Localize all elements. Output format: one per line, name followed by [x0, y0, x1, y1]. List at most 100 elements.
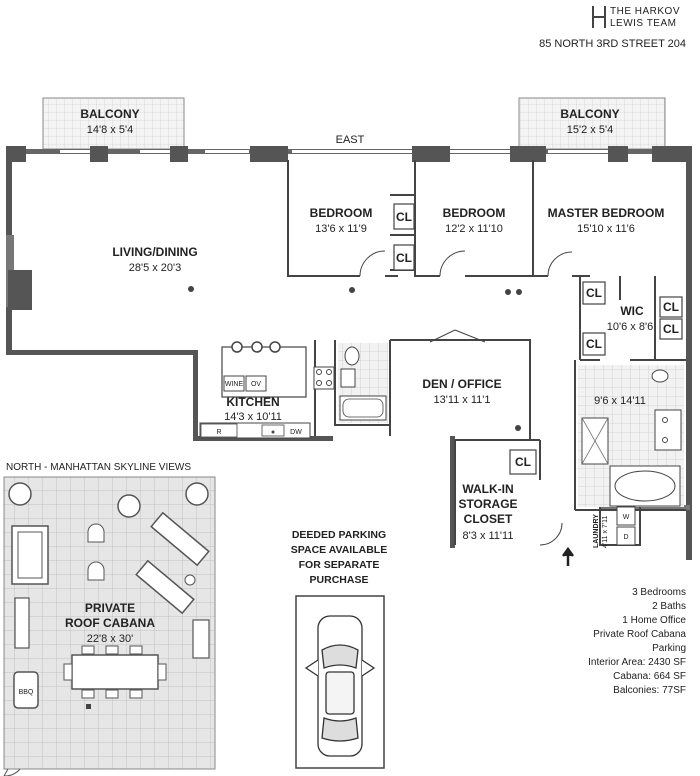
entry-arrow-icon	[561, 546, 575, 566]
summary-cabana: Private Roof Cabana	[593, 629, 686, 640]
ceiling-light-icon	[349, 287, 355, 293]
kitchen-dims: 14'3 x 10'11	[224, 411, 282, 423]
wic-dims: 10'6 x 8'6	[607, 321, 653, 333]
room-master-bedroom: MASTER BEDROOM 15'10 x 11'6	[548, 206, 665, 235]
toilet-icon	[651, 369, 669, 383]
master-bath-dims: 9'6 x 14'11	[594, 395, 646, 407]
sofa-icon	[11, 525, 49, 585]
property-address: 85 NORTH 3RD STREET 204	[539, 38, 686, 50]
dryer-label: D	[623, 534, 628, 541]
sink-icon	[340, 368, 356, 388]
balcony-left-name: BALCONY	[80, 107, 139, 121]
oven-label: OV	[251, 381, 261, 388]
closet-label: CL	[515, 455, 531, 469]
bench-icon	[14, 597, 30, 649]
master-dims: 15'10 x 11'6	[577, 223, 635, 235]
room-kitchen: WINE OV KITCHEN 14'3 x 10'11 R DW	[199, 341, 335, 439]
summary-cabana-area: Cabana: 664 SF	[613, 671, 686, 682]
north-views-label: NORTH - MANHATTAN SKYLINE VIEWS	[6, 462, 192, 473]
summary-office: 1 Home Office	[622, 615, 686, 626]
hall-bath	[338, 343, 388, 423]
brand-line-1: THE HARKOV	[609, 6, 680, 17]
parking-line-3: FOR SEPARATE	[298, 559, 380, 571]
den-dims: 13'11 x 11'1	[433, 394, 490, 406]
living-name: LIVING/DINING	[112, 245, 197, 259]
cabana-name-1: PRIVATE	[85, 601, 135, 615]
wine-fridge-label: WINE	[225, 381, 244, 388]
stool-icon	[251, 341, 263, 353]
ceiling-light-icon	[505, 289, 511, 295]
den-name: DEN / OFFICE	[422, 377, 501, 391]
parking-line-4: PURCHASE	[309, 574, 369, 586]
lounge-chair-icon	[150, 511, 210, 567]
brand-line-2: LEWIS TEAM	[609, 18, 677, 29]
closet-label: CL	[396, 210, 412, 224]
parking-note: DEEDED PARKING SPACE AVAILABLE FOR SEPAR…	[284, 528, 394, 588]
wic-name: WIC	[620, 304, 644, 318]
stool-icon	[269, 341, 281, 353]
parking-space	[295, 595, 385, 769]
bbq-grill	[13, 671, 39, 709]
dishwasher-label: DW	[290, 429, 302, 436]
closet-label: CL	[663, 322, 679, 336]
laundry: LAUNDRY 4'11 x 7'11 W D	[593, 506, 636, 548]
dining-table-icon	[71, 654, 159, 690]
summary-parking: Parking	[652, 643, 686, 654]
master-name: MASTER BEDROOM	[548, 206, 665, 220]
balcony-right-dims: 15'2 x 5'4	[567, 124, 613, 136]
fridge-label: R	[216, 429, 221, 436]
bedroom2-dims: 12'2 x 11'10	[445, 223, 503, 235]
parking-line-1: DEEDED PARKING	[291, 529, 387, 541]
unit-summary: 3 Bedrooms 2 Baths 1 Home Office Private…	[588, 586, 686, 698]
room-den-office: DEN / OFFICE 13'11 x 11'1	[422, 377, 521, 431]
summary-interior-area: Interior Area: 2430 SF	[588, 657, 686, 668]
laundry-dims: 4'11 x 7'11	[602, 516, 609, 548]
laundry-name: LAUNDRY	[593, 514, 600, 548]
interior-walls	[287, 160, 686, 546]
planter-icon	[8, 482, 32, 506]
summary-balconies-area: Balconies: 77SF	[613, 685, 686, 696]
bbq-label: BBQ	[19, 689, 34, 696]
lounge-chair-icon	[135, 559, 195, 615]
exterior-walls	[6, 146, 692, 560]
storage-name-1: WALK-IN	[462, 482, 513, 496]
chair-icon	[87, 523, 105, 543]
storage-name-2: STORAGE	[458, 497, 517, 511]
walk-in-storage: WALK-IN STORAGE CLOSET 8'3 x 11'11	[458, 482, 517, 542]
brand-logo: THE HARKOV LEWIS TEAM	[591, 6, 680, 30]
planter-icon	[185, 482, 209, 506]
cabana-door-swing	[3, 768, 21, 776]
closet-label: CL	[586, 286, 602, 300]
cabana-name-2: ROOF CABANA	[65, 616, 155, 630]
closet-label: CL	[396, 251, 412, 265]
closet-label: CL	[663, 300, 679, 314]
roof-cabana: PRIVATE ROOF CABANA 22'8 x 30' BBQ	[3, 476, 216, 776]
summary-bedrooms: 3 Bedrooms	[632, 587, 686, 598]
planter-box-icon	[192, 619, 210, 659]
summary-baths: 2 Baths	[652, 601, 686, 612]
storage-dims: 8'3 x 11'11	[463, 530, 514, 542]
cooktop-icon	[313, 366, 335, 390]
bedroom1-dims: 13'6 x 11'9	[315, 223, 367, 235]
ceiling-light-icon	[188, 286, 194, 292]
room-bedroom-1: BEDROOM 13'6 x 11'9	[310, 206, 372, 293]
master-bath: 9'6 x 14'11	[578, 365, 684, 507]
cabana-dims: 22'8 x 30'	[87, 633, 133, 645]
side-table-icon	[184, 574, 196, 586]
chair-icon	[87, 561, 105, 581]
balcony-left: BALCONY 14'8 x 5'4	[42, 97, 185, 150]
ceiling-light-icon	[516, 289, 522, 295]
closet-label: CL	[586, 337, 602, 351]
balcony-right-name: BALCONY	[560, 107, 619, 121]
bedroom2-name: BEDROOM	[443, 206, 506, 220]
kitchen-name: KITCHEN	[226, 395, 279, 409]
storage-name-3: CLOSET	[464, 512, 513, 526]
closets: CL CL CL CL CL CL CL	[393, 203, 683, 475]
logo-mark-icon	[591, 6, 606, 28]
vanity-icon	[654, 409, 682, 451]
room-living: LIVING/DINING 28'5 x 20'3	[112, 245, 198, 292]
ceiling-light-icon	[515, 425, 521, 431]
washer-label: W	[623, 514, 630, 521]
room-wic: WIC 10'6 x 8'6	[607, 304, 653, 333]
